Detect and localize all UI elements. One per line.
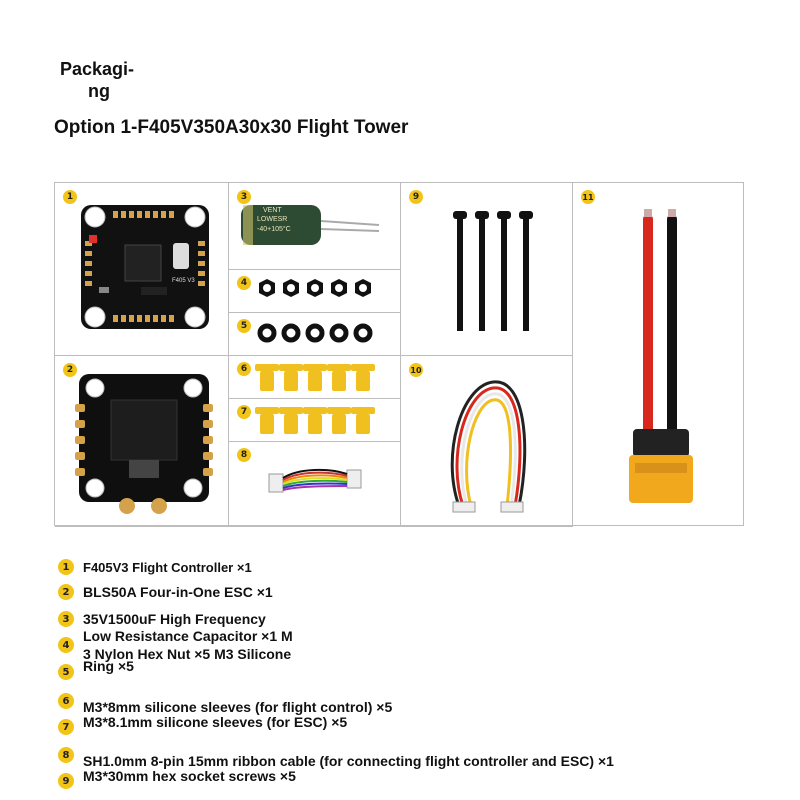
cell-ribbon-cable: 8 bbox=[229, 442, 401, 527]
page-heading: Packagi- ng bbox=[60, 58, 150, 102]
list-badge-1: 1 bbox=[58, 559, 74, 575]
list-item-text: BLS50A Four-in-One ESC ×1 bbox=[83, 584, 273, 600]
list-item-text: M3*30mm hex socket screws ×5 bbox=[83, 768, 296, 784]
badge-2: 2 bbox=[63, 363, 77, 377]
cell-silicone-rings: 5 bbox=[229, 313, 401, 356]
list-item: 3 35V1500uF High Frequency bbox=[58, 610, 266, 628]
list-badge-7: 7 bbox=[58, 719, 74, 735]
sleeves-esc-image bbox=[255, 407, 375, 434]
badge-3: 3 bbox=[237, 190, 251, 204]
list-item: 2 BLS50A Four-in-One ESC ×1 bbox=[58, 583, 273, 601]
hex-nuts-image bbox=[259, 279, 371, 297]
list-badge-9: 9 bbox=[58, 773, 74, 789]
badge-1: 1 bbox=[63, 190, 77, 204]
cell-flight-controller: 1 F405 V3 bbox=[55, 183, 229, 356]
list-item-text: M3*8.1mm silicone sleeves (for ESC) ×5 bbox=[83, 714, 348, 730]
option-title: Option 1-F405V350A30x30 Flight Tower bbox=[54, 117, 409, 138]
list-item: 6 M3*8mm silicone sleeves (for flight co… bbox=[58, 692, 392, 715]
xt60-power-lead-image bbox=[629, 209, 693, 503]
page-heading-line1: Packagi- bbox=[60, 59, 135, 79]
cell-sleeves-fc: 6 bbox=[229, 356, 401, 399]
badge-5: 5 bbox=[237, 319, 251, 333]
capacitor-line3: -40+105°C bbox=[257, 226, 291, 233]
list-item: 4 bbox=[58, 636, 83, 654]
hex-screws-image bbox=[453, 211, 533, 331]
cell-xt60-lead: 11 bbox=[573, 183, 745, 527]
cell-hex-nuts: 4 bbox=[229, 270, 401, 313]
list-item: 9 M3*30mm hex socket screws ×5 bbox=[58, 768, 296, 790]
badge-10: 10 bbox=[409, 363, 423, 377]
esc-board-image bbox=[75, 374, 213, 514]
list-badge-2: 2 bbox=[58, 584, 74, 600]
badge-9: 9 bbox=[409, 190, 423, 204]
fc-board-label: F405 V3 bbox=[172, 278, 195, 284]
cell-sleeves-esc: 7 bbox=[229, 399, 401, 442]
list-item-text: M3*8mm silicone sleeves (for flight cont… bbox=[83, 699, 393, 715]
list-item: 8 SH1.0mm 8-pin 15mm ribbon cable (for c… bbox=[58, 746, 614, 769]
badge-11: 11 bbox=[581, 190, 595, 204]
sleeves-fc-image bbox=[255, 364, 375, 391]
cell-esc: 2 bbox=[55, 356, 229, 527]
cell-capacitor: 3 VENT LOWESR -40+105°C bbox=[229, 183, 401, 270]
cell-screws: 9 bbox=[401, 183, 573, 356]
list-item-text: 3 Nylon Hex Nut ×5 M3 Silicone bbox=[83, 646, 292, 662]
flight-controller-image bbox=[81, 205, 209, 329]
list-badge-6: 6 bbox=[58, 693, 74, 709]
list-item: 7 M3*8.1mm silicone sleeves (for ESC) ×5 bbox=[58, 714, 347, 736]
list-item-text: 35V1500uF High Frequency bbox=[83, 611, 266, 627]
list-item-text: Ring ×5 bbox=[83, 658, 134, 674]
badge-8: 8 bbox=[237, 448, 251, 462]
capacitor-brand: VENT bbox=[263, 207, 282, 214]
list-badge-8: 8 bbox=[58, 747, 74, 763]
list-badge-3: 3 bbox=[58, 611, 74, 627]
list-item: 1 F405V3 Flight Controller ×1 bbox=[58, 558, 252, 576]
badge-7: 7 bbox=[237, 405, 251, 419]
capacitor-line2: LOWESR bbox=[257, 216, 288, 223]
list-badge-5: 5 bbox=[58, 664, 74, 680]
list-item: 5 Ring ×5 bbox=[58, 658, 134, 681]
cell-connector-cable: 10 bbox=[401, 356, 573, 527]
capacitor-image bbox=[241, 205, 380, 245]
list-item-text: Low Resistance Capacitor ×1 M bbox=[83, 628, 293, 644]
badge-6: 6 bbox=[237, 362, 251, 376]
list-item-text: SH1.0mm 8-pin 15mm ribbon cable (for con… bbox=[83, 753, 614, 769]
page-heading-line2: ng bbox=[88, 81, 110, 101]
list-item-text: F405V3 Flight Controller ×1 bbox=[83, 559, 252, 575]
connector-cable-image bbox=[450, 380, 527, 513]
silicone-rings-image bbox=[257, 323, 373, 343]
package-contents-grid: 1 F405 V3 2 bbox=[54, 182, 745, 527]
badge-4: 4 bbox=[237, 276, 251, 290]
ribbon-cable-image bbox=[268, 468, 362, 493]
list-badge-4: 4 bbox=[58, 637, 74, 653]
